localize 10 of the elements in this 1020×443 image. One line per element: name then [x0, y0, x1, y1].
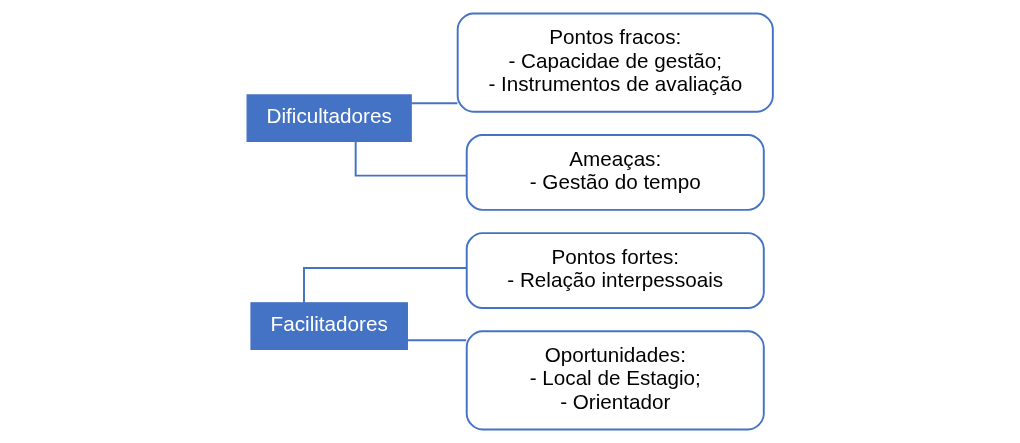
node-box: Ameaças: - Gestão do tempo	[465, 134, 765, 211]
connector	[303, 267, 468, 304]
connector	[354, 140, 468, 177]
connector	[406, 339, 468, 342]
node-box: Pontos fortes: - Relação interpessoais	[465, 232, 765, 309]
node-box: Pontos fracos: - Capacidae de gestão; - Instrumentos de avaliação	[456, 12, 774, 113]
node-box: Oportunidades: - Local de Estagio; - Orientador	[465, 330, 765, 431]
node-box: Facilitadores	[250, 302, 408, 350]
connector	[410, 102, 459, 105]
node-box: Dificultadores	[246, 94, 412, 143]
